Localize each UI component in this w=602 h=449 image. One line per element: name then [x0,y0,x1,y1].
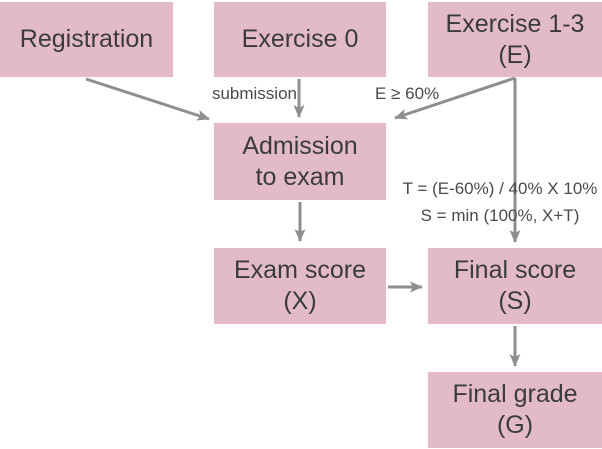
node-registration: Registration [0,2,173,77]
node-final-grade-label: Final grade [452,380,578,408]
node-exercise-0-label: Exercise 0 [241,25,359,53]
edge-label-score-formulas: T = (E-60%) / 40% X 10% S = min (100%, X… [393,175,602,229]
node-exercise-1-3-symbol: (E) [498,40,532,69]
node-exam-score-label: Exam score [234,256,366,284]
node-exam-score: Exam score (X) [214,248,386,324]
node-admission-label-line1: Admission [242,131,358,160]
edge-label-submission: submission [211,84,297,103]
node-final-score: Final score (S) [428,248,602,324]
formula-s: S = min (100%, X+T) [420,206,580,225]
node-final-score-label: Final score [453,256,577,284]
node-final-grade-symbol: (G) [496,411,534,439]
formula-t: T = (E-60%) / 40% X 10% [402,179,598,198]
node-admission-label-line2: to exam [255,162,345,191]
node-final-grade: Final grade (G) [428,372,602,448]
node-exercise-1-3: Exercise 1-3 (E) [428,2,602,77]
node-final-score-symbol: (S) [498,287,532,315]
arrow-registration-to-admission [85,77,210,121]
node-exercise-1-3-label: Exercise 1-3 [445,9,585,38]
arrow-exercise13-to-admission [394,76,516,120]
node-exam-score-symbol: (X) [283,287,317,315]
node-registration-label: Registration [19,25,154,53]
edge-label-e-threshold: E ≥ 60% [375,84,440,103]
node-exercise-0: Exercise 0 [214,2,386,77]
node-admission-to-exam: Admission to exam [214,123,386,200]
